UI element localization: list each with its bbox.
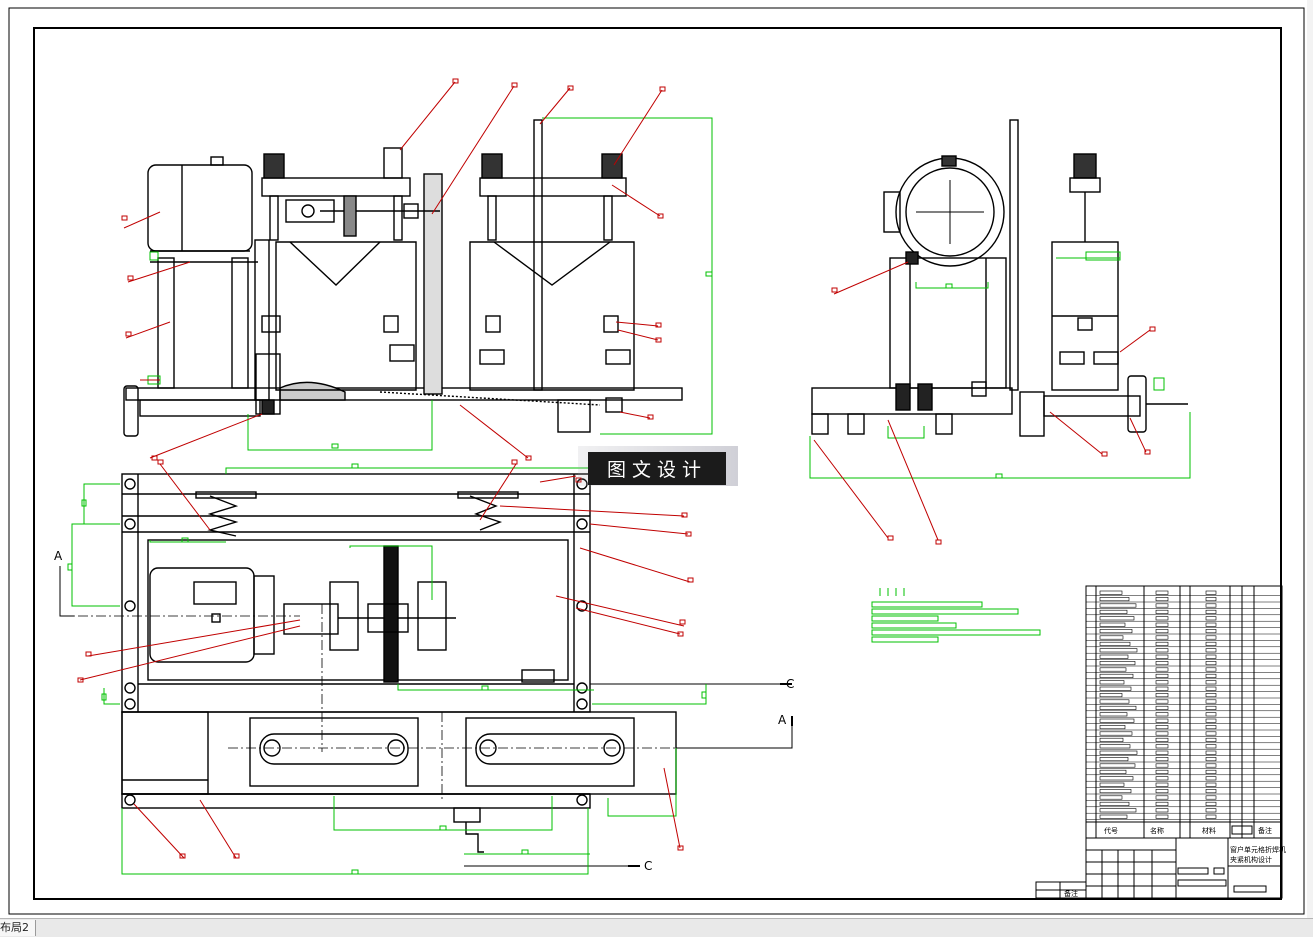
parts-col-remark: 备注 [1258,826,1272,835]
title-line-2: 夹紧机构设计 [1230,855,1272,864]
outer-border [8,7,1305,915]
front-view-dimensions [147,117,713,451]
section-label-c-bottom: C [644,859,652,873]
plan-view-balloons [77,459,694,859]
front-view-leaders [123,81,663,459]
section-label-a-left: A [54,549,63,563]
inner-border [33,27,1282,900]
revision-remark: 备注 [1064,889,1078,898]
parts-col-name: 名称 [1150,826,1164,835]
technical-notes [871,588,1041,643]
front-view-balloons [121,78,666,461]
watermark-logo: 图文设计 [588,452,726,485]
title-line-1: 窗户单元格折焊机 [1230,845,1286,854]
side-view-dimensions [809,251,1191,479]
section-lines [59,566,793,867]
section-label-a-right: A [778,713,787,727]
plan-view [121,473,677,853]
plan-view-centerlines [60,604,676,800]
front-view [123,119,683,437]
parts-list [1085,585,1283,839]
layout-tab-strip: 布局2 [0,918,1313,937]
plan-view-dimensions [67,463,707,875]
viewport-edge [1307,0,1313,918]
section-label-c-right: C [786,677,794,691]
parts-col-material: 材料 [1202,826,1216,835]
side-view-leaders [813,261,1151,541]
side-view [811,119,1188,437]
plan-view-leaders [79,463,691,859]
side-view-balloons [831,287,1156,545]
parts-list-rows [1086,590,1282,820]
layout-tab[interactable]: 布局2 [0,920,36,936]
parts-col-code: 代号 [1104,826,1118,835]
cad-drawing: A A C C [8,7,1305,915]
title-block [1035,825,1283,899]
drawing-canvas[interactable]: A A C C [0,0,1313,918]
